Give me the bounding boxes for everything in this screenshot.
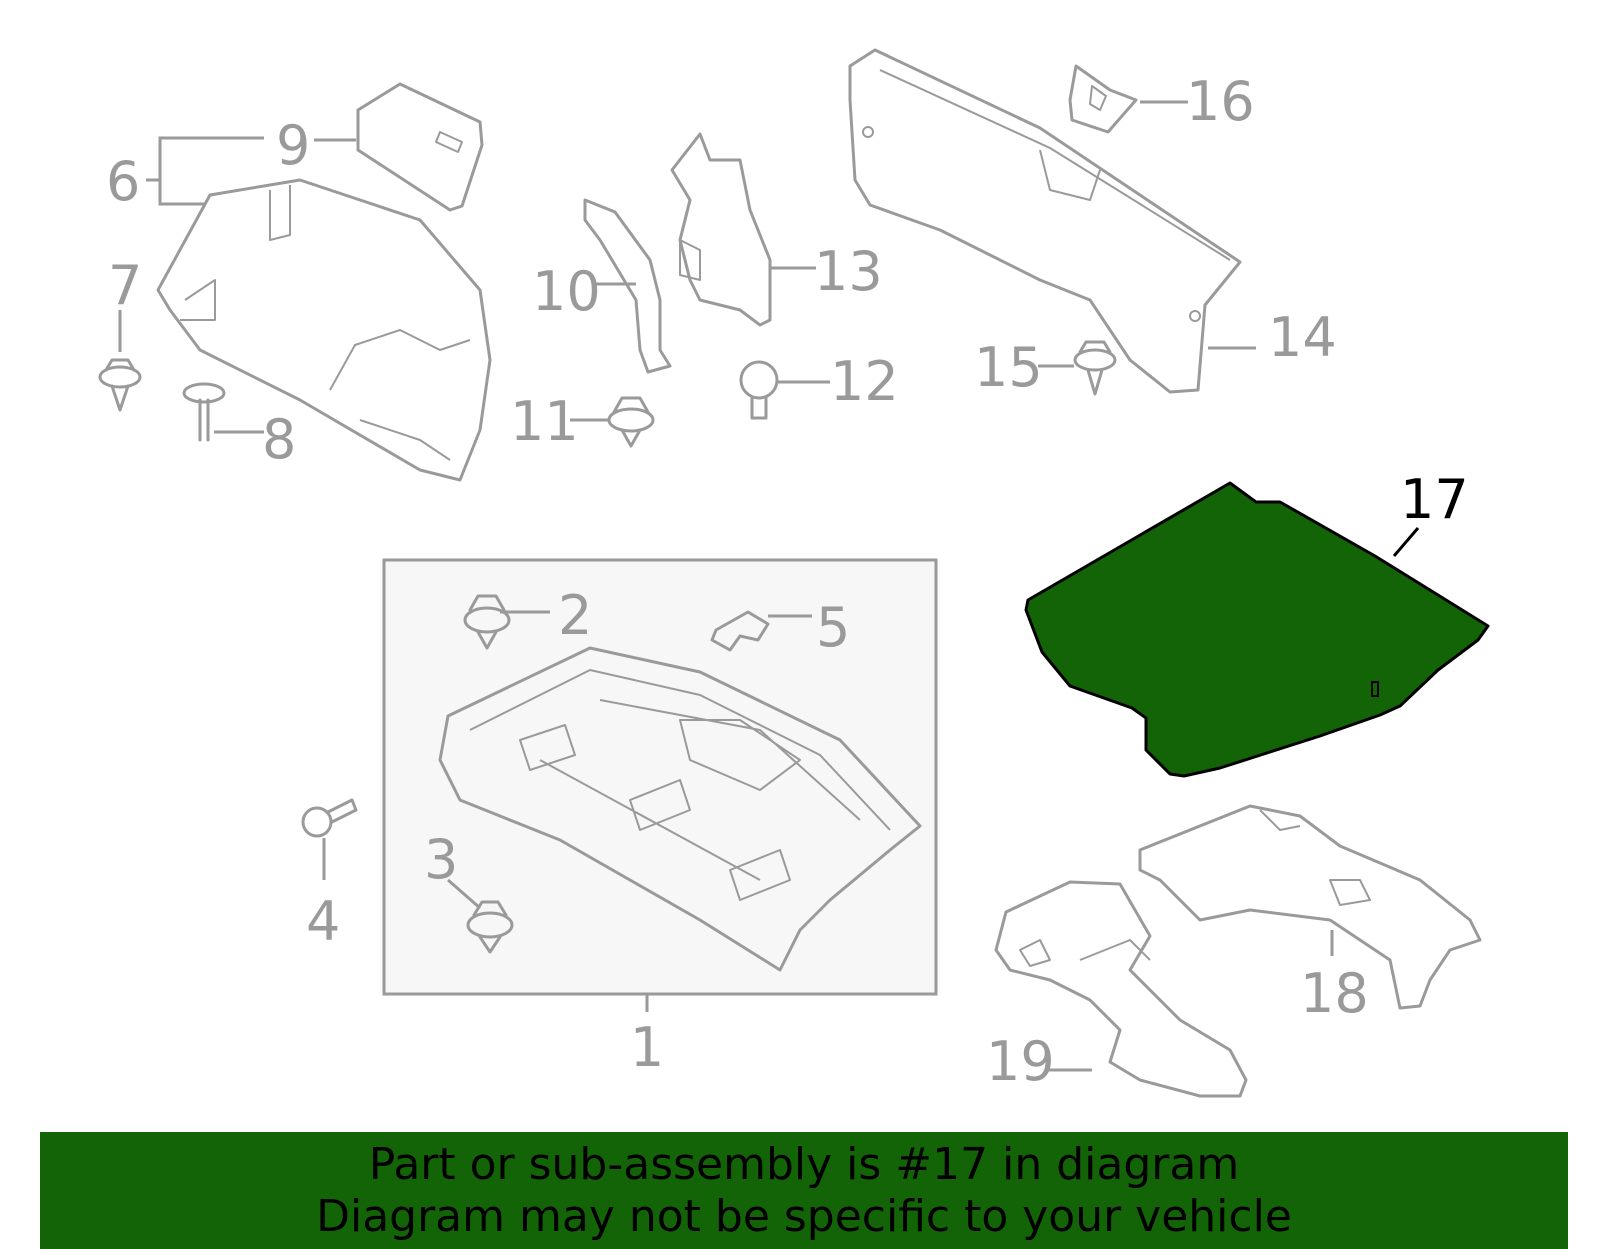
callout-17: 17 bbox=[1400, 468, 1469, 531]
callout-labels: 1 2 3 4 5 6 7 8 9 10 11 12 13 14 15 16 1… bbox=[106, 70, 1469, 1093]
callout-7: 7 bbox=[108, 254, 142, 317]
leader-3 bbox=[447, 878, 481, 910]
part-10-strip[interactable] bbox=[583, 198, 672, 374]
callout-18: 18 bbox=[1300, 962, 1369, 1025]
callout-12: 12 bbox=[830, 350, 899, 413]
part-9-cover[interactable] bbox=[356, 82, 484, 212]
callout-1: 1 bbox=[630, 1016, 664, 1079]
callout-13: 13 bbox=[814, 240, 883, 303]
callout-3: 3 bbox=[424, 828, 458, 891]
part-1-package-tray[interactable] bbox=[438, 646, 922, 972]
part-7-clip[interactable] bbox=[98, 358, 142, 412]
part-6-quarter-trim[interactable] bbox=[156, 178, 492, 482]
callout-11: 11 bbox=[510, 390, 579, 453]
callout-15: 15 bbox=[974, 336, 1043, 399]
part-15-clip[interactable] bbox=[1073, 340, 1117, 396]
info-banner: Part or sub-assembly is #17 in diagram D… bbox=[40, 1132, 1568, 1249]
callout-16: 16 bbox=[1186, 70, 1255, 133]
callout-2: 2 bbox=[558, 584, 592, 647]
callout-9: 9 bbox=[276, 114, 310, 177]
callout-10: 10 bbox=[532, 260, 601, 323]
callout-8: 8 bbox=[262, 408, 296, 471]
callout-4: 4 bbox=[306, 890, 340, 953]
leader-6 bbox=[158, 136, 264, 206]
part-4-screw[interactable] bbox=[301, 798, 358, 838]
part-11-clip[interactable] bbox=[607, 396, 655, 448]
leader-17 bbox=[1392, 527, 1420, 557]
part-5-bracket[interactable] bbox=[710, 610, 770, 652]
part-18-side-panel[interactable] bbox=[1138, 804, 1482, 1010]
banner-line-2: Diagram may not be specific to your vehi… bbox=[316, 1190, 1292, 1242]
part-14-rear-trim[interactable] bbox=[848, 48, 1242, 394]
banner-line-1: Part or sub-assembly is #17 in diagram bbox=[368, 1138, 1240, 1190]
part-3-clip[interactable] bbox=[466, 900, 514, 954]
subassembly-box-1 bbox=[382, 558, 938, 1012]
part-12-fastener[interactable] bbox=[739, 360, 779, 420]
part-13-bracket[interactable] bbox=[670, 132, 772, 327]
callout-5: 5 bbox=[816, 596, 850, 659]
part-2-clip[interactable] bbox=[463, 594, 511, 650]
part-19-lower-panel[interactable] bbox=[994, 880, 1248, 1098]
part-16-bracket[interactable] bbox=[1068, 64, 1138, 134]
callout-6: 6 bbox=[106, 150, 140, 213]
callout-14: 14 bbox=[1268, 306, 1337, 369]
leader-lines bbox=[118, 100, 1420, 1072]
callout-19: 19 bbox=[986, 1030, 1055, 1093]
part-17-trunk-mat[interactable] bbox=[1024, 481, 1490, 778]
part-8-fastener[interactable] bbox=[182, 382, 226, 442]
